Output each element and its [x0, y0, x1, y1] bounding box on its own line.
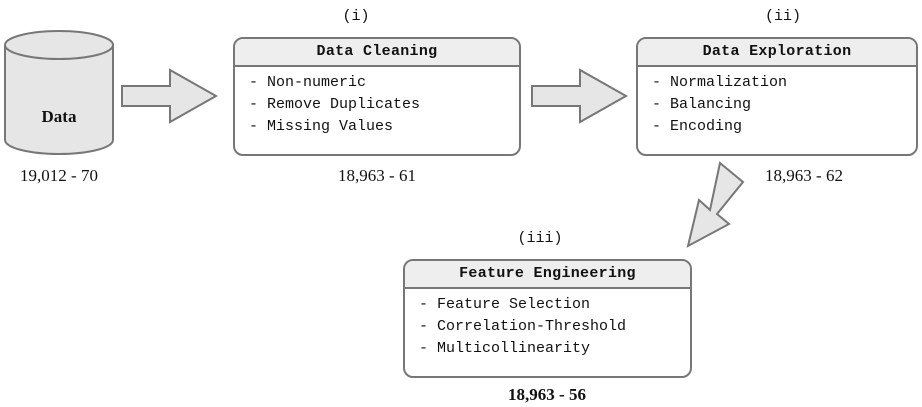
- step-box-data-cleaning: Data Cleaning - Non-numeric - Remove Dup…: [233, 37, 521, 156]
- list-item: - Multicollinearity: [419, 340, 591, 357]
- step-number: (iii): [517, 230, 563, 247]
- step-title: Feature Engineering: [405, 261, 690, 289]
- record-count: 18,963 - 62: [765, 166, 843, 185]
- database-label: Data: [42, 107, 77, 126]
- step-number: (ii): [764, 8, 801, 25]
- arrow-right-icon: [121, 68, 219, 124]
- list-item: - Feature Selection: [419, 296, 591, 313]
- step-item-list: - Normalization - Balancing - Encoding: [638, 67, 916, 138]
- step-item-list: - Feature Selection - Correlation-Thresh…: [405, 289, 690, 360]
- list-item: - Encoding: [652, 118, 743, 135]
- step-title: Data Exploration: [638, 39, 916, 67]
- database-cylinder-icon: [4, 30, 114, 155]
- record-count: 19,012 - 70: [20, 166, 98, 185]
- list-item: - Remove Duplicates: [249, 96, 421, 113]
- step-number: (i): [342, 8, 370, 25]
- list-item: - Correlation-Threshold: [419, 318, 627, 335]
- arrow-right-icon: [531, 68, 629, 124]
- arrow-down-left-icon: [686, 161, 745, 248]
- step-item-list: - Non-numeric - Remove Duplicates - Miss…: [235, 67, 519, 138]
- record-count: 18,963 - 61: [338, 166, 416, 185]
- list-item: - Missing Values: [249, 118, 394, 135]
- list-item: - Non-numeric: [249, 74, 367, 91]
- record-count: 18,963 - 56: [508, 385, 586, 404]
- list-item: - Balancing: [652, 96, 752, 113]
- list-item: - Normalization: [652, 74, 788, 91]
- step-box-feature-engineering: Feature Engineering - Feature Selection …: [403, 259, 692, 378]
- step-title: Data Cleaning: [235, 39, 519, 67]
- step-box-data-exploration: Data Exploration - Normalization - Balan…: [636, 37, 918, 156]
